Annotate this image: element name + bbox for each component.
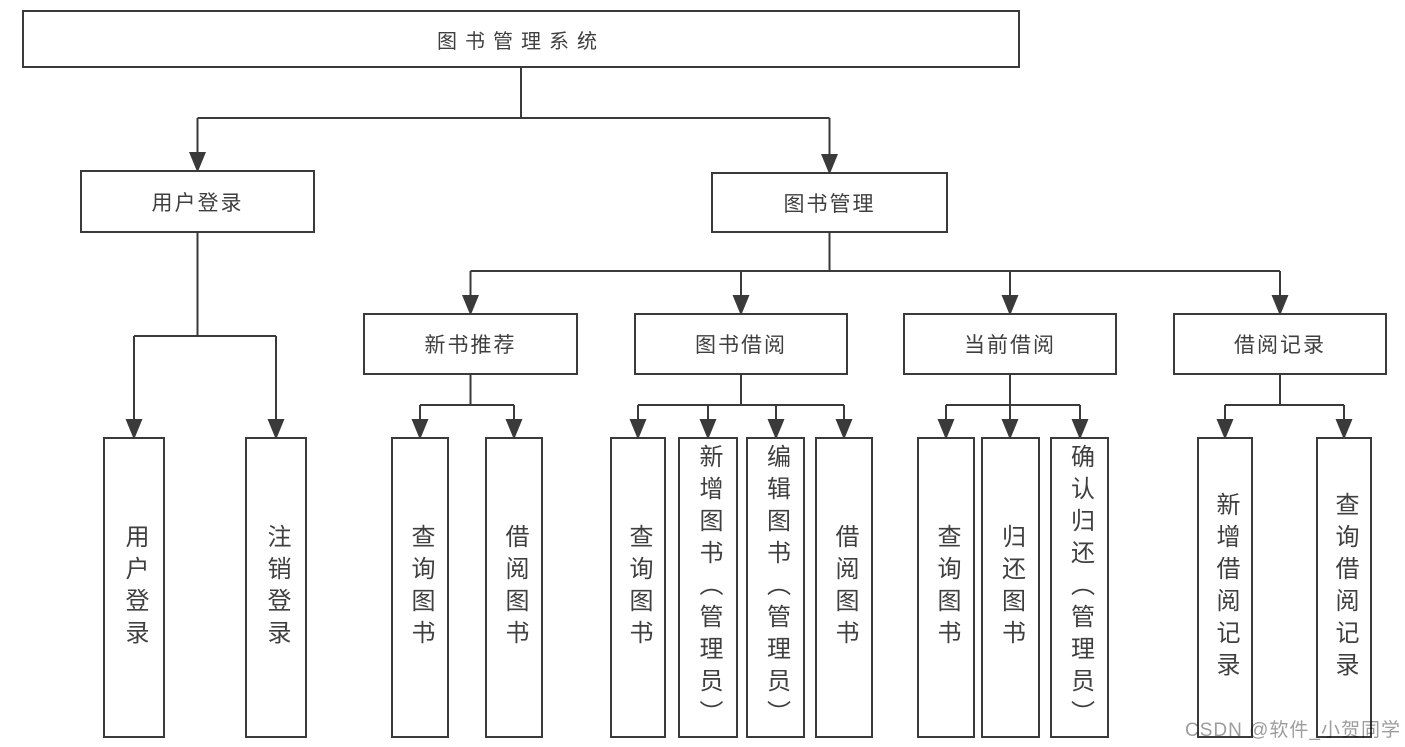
leaf-logout: 注销登录 [245,437,307,738]
node-current-borrow-label: 当前借阅 [964,334,1056,357]
leaf-newbook-borrow: 借阅图书 [485,437,543,738]
node-borrow-record-label: 借阅记录 [1234,334,1326,357]
leaf-newbook-query-label: 查询图书 [407,523,434,652]
leaf-current-confirm-admin-label: 确认归还（管理员） [1066,443,1094,732]
node-borrow-record: 借阅记录 [1173,313,1387,375]
node-new-book-recommend: 新书推荐 [363,313,578,375]
node-root-title: 图书管理系统 [22,10,1020,68]
leaf-borrow-edit-admin: 编辑图书（管理员） [746,437,805,738]
leaf-record-query-label: 查询借阅记录 [1331,491,1358,684]
leaf-user-login: 用户登录 [103,437,165,738]
leaf-borrow-add-admin-label: 新增图书（管理员） [695,443,722,732]
node-book-management: 图书管理 [711,172,948,233]
leaf-current-return-label: 归还图书 [997,523,1025,652]
leaf-record-add-label: 新增借阅记录 [1212,491,1239,684]
leaf-current-confirm-admin: 确认归还（管理员） [1050,437,1109,738]
leaf-borrow-edit-admin-label: 编辑图书（管理员） [762,443,790,732]
leaf-borrow-borrow: 借阅图书 [815,437,873,738]
leaf-borrow-query: 查询图书 [610,437,666,738]
connector-userlogin-to-leaves [125,233,285,440]
node-book-borrow-label: 图书借阅 [695,334,787,357]
node-root-label: 图书管理系统 [437,30,605,53]
leaf-user-login-label: 用户登录 [121,523,148,652]
leaf-record-query: 查询借阅记录 [1316,437,1372,738]
connector-newbook-to-leaves [411,375,523,440]
node-current-borrow: 当前借阅 [903,313,1117,375]
csdn-watermark: CSDN @软件_小贺同学 [1185,720,1401,741]
leaf-borrow-borrow-label: 借阅图书 [831,523,858,652]
connector-borrowrecord-to-leaves [1216,375,1353,440]
leaf-logout-label: 注销登录 [263,523,290,652]
node-user-login-label: 用户登录 [151,191,244,215]
connector-root-to-level2 [189,68,838,175]
leaf-borrow-query-label: 查询图书 [625,523,652,652]
leaf-newbook-query: 查询图书 [391,437,449,738]
leaf-current-query-label: 查询图书 [933,523,960,652]
node-user-login: 用户登录 [80,170,315,233]
leaf-borrow-add-admin: 新增图书（管理员） [678,437,738,738]
node-book-borrow: 图书借阅 [634,313,848,375]
connector-bookmgmt-to-level3 [462,233,1289,316]
connector-bookborrow-to-leaves [629,375,853,440]
leaf-record-add: 新增借阅记录 [1197,437,1253,738]
node-new-book-recommend-label: 新书推荐 [424,334,517,357]
leaf-current-return: 归还图书 [981,437,1040,738]
node-book-management-label: 图书管理 [783,192,876,216]
leaf-newbook-borrow-label: 借阅图书 [501,523,528,652]
leaf-current-query: 查询图书 [917,437,975,738]
connector-currentborrow-to-leaves [937,375,1089,440]
